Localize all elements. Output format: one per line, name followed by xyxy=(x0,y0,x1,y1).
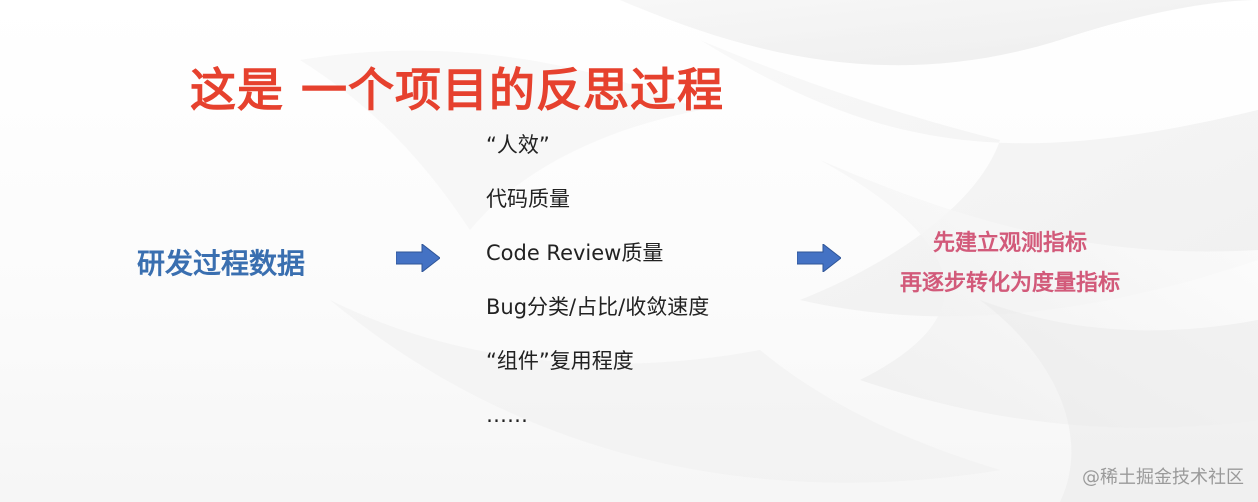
right-arrow-icon xyxy=(396,244,440,272)
watermark: @稀土掘金技术社区 xyxy=(1082,467,1244,488)
list-item: “人效” xyxy=(486,133,550,157)
list-item: 代码质量 xyxy=(486,187,570,211)
list-item: Bug分类/占比/收敛速度 xyxy=(486,295,710,319)
list-item: …… xyxy=(486,403,528,427)
right-arrow-icon xyxy=(797,244,841,272)
conclusion-block: 先建立观测指标 再逐步转化为度量指标 xyxy=(872,224,1148,304)
conclusion-line: 再逐步转化为度量指标 xyxy=(899,271,1120,296)
page-title: 这是 一个项目的反思过程 xyxy=(190,63,725,117)
list-item: “组件”复用程度 xyxy=(486,349,634,373)
list-item: Code Review质量 xyxy=(486,241,664,265)
metrics-list: “人效” 代码质量 Code Review质量 Bug分类/占比/收敛速度 “组… xyxy=(486,130,709,454)
source-label: 研发过程数据 xyxy=(137,247,306,280)
conclusion-line: 先建立观测指标 xyxy=(932,231,1087,256)
